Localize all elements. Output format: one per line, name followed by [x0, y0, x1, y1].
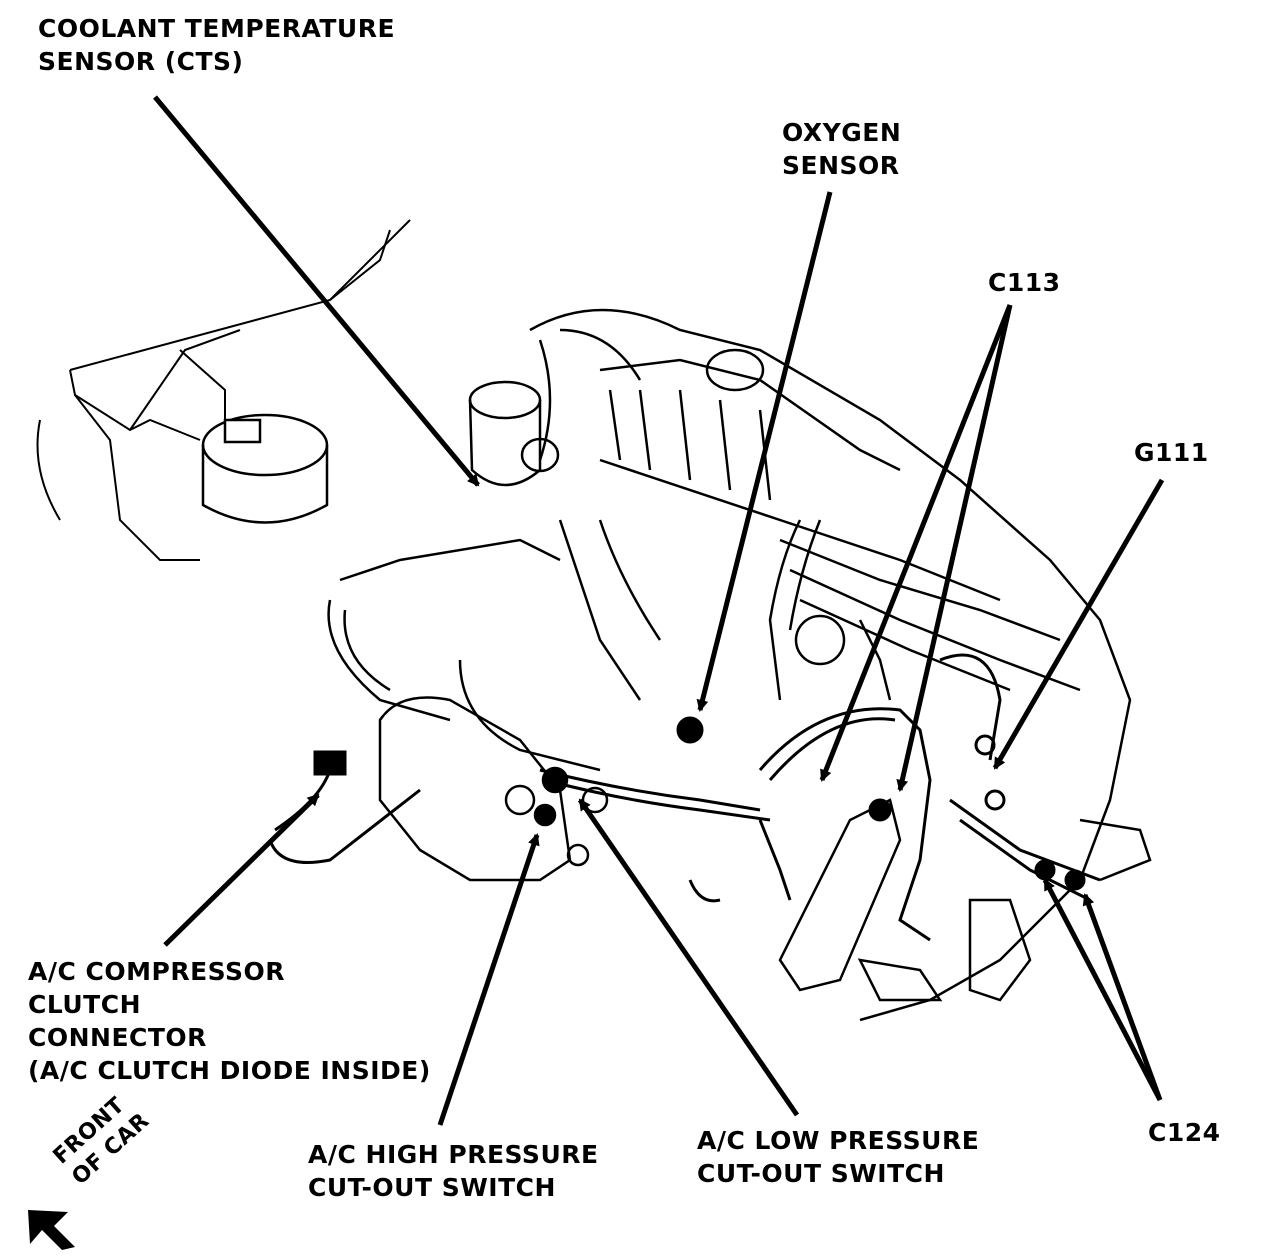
transaxle-bracket [778, 798, 1152, 1002]
arrow-c113-a [819, 304, 1013, 782]
label-line: CLUTCH [28, 990, 142, 1019]
label-line: COOLANT TEMPERATURE [38, 14, 396, 43]
label-line: A/C HIGH PRESSURE [308, 1140, 599, 1169]
engine-block [529, 308, 1132, 1022]
c124-label: C124 [1148, 1116, 1221, 1149]
arrow-c124-b [1082, 893, 1163, 1101]
arrow-g111 [992, 478, 1165, 770]
front-of-car-arrow [28, 1210, 75, 1250]
label-line: SENSOR [782, 151, 900, 180]
label-line: CUT-OUT SWITCH [697, 1159, 945, 1188]
label-line: G111 [1134, 438, 1209, 467]
ac-high-pressure-switch-label: A/C HIGH PRESSURE CUT-OUT SWITCH [308, 1138, 599, 1204]
coolant-reservoir [468, 380, 560, 487]
oxygen-sensor-label: OXYGEN SENSOR [782, 116, 901, 182]
body-panel-outline [36, 219, 411, 561]
arrow-o2 [696, 191, 833, 712]
arrow-cts [153, 95, 480, 487]
ac-compressor-clutch-connector-label: A/C COMPRESSOR CLUTCH CONNECTOR (A/C CLU… [28, 955, 431, 1087]
label-line: OXYGEN [782, 118, 902, 147]
arrow-c124-a [1042, 878, 1163, 1102]
air-cleaner [201, 413, 329, 524]
coolant-temperature-sensor-label: COOLANT TEMPERATURE SENSOR (CTS) [38, 12, 395, 78]
arrow-c113-b [896, 304, 1013, 792]
arrow-low [577, 798, 800, 1117]
label-line: SENSOR (CTS) [38, 47, 244, 76]
arrow-high [437, 833, 540, 1126]
arrow-clutch [163, 793, 320, 947]
label-line: CONNECTOR [28, 1023, 207, 1052]
label-line: A/C COMPRESSOR [28, 957, 286, 986]
wiring-harness [268, 653, 1101, 942]
c113-label: C113 [988, 266, 1061, 299]
label-line: A/C LOW PRESSURE [697, 1126, 980, 1155]
ac-low-pressure-switch-label: A/C LOW PRESSURE CUT-OUT SWITCH [697, 1124, 979, 1190]
label-line: C113 [988, 268, 1061, 297]
g111-label: G111 [1134, 436, 1209, 469]
callout-arrows [153, 95, 1165, 1126]
ac-compressor [378, 696, 609, 882]
label-line: CUT-OUT SWITCH [308, 1173, 556, 1202]
label-line: C124 [1148, 1118, 1221, 1147]
intake-hoses [327, 519, 822, 772]
label-line: (A/C CLUTCH DIODE INSIDE) [28, 1056, 431, 1085]
